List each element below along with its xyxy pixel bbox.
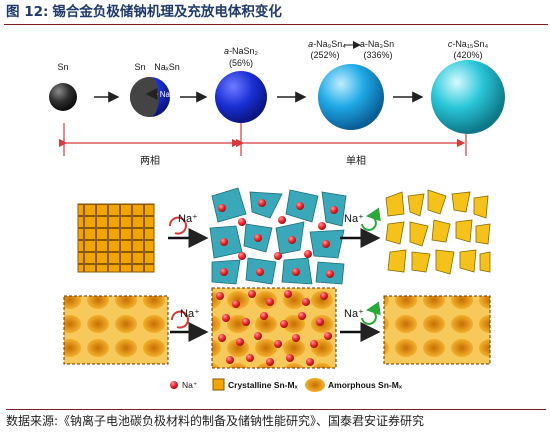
reaction-arrow-1: Na⁺ [168, 213, 209, 248]
reaction-arrow-4: Na⁺ [340, 301, 381, 342]
stage-nasn2-label: a-NaSn₂ [224, 46, 259, 56]
na-ions-bottom [216, 290, 332, 366]
stage-na9sn4-percent: (252%) [310, 50, 339, 60]
na9sn4-sphere [318, 64, 384, 130]
reaction-arrow-3: Na⁺ [170, 308, 209, 342]
reaction-arrow-2: Na⁺ [340, 207, 381, 248]
legend: Na⁺ Crystalline Sn-Mₓ Amorphous Sn-Mₓ [170, 378, 403, 392]
fragments-yellow [385, 189, 491, 275]
reaction-label-1: Na⁺ [178, 213, 198, 225]
sn-sphere [49, 83, 77, 111]
stage-sn-naxsn: Sn NaₓSn Na⁺ [130, 62, 180, 117]
reaction-label-2: Na⁺ [344, 213, 364, 225]
na-ions-middle [218, 199, 338, 278]
figure-label: 图 12: [6, 4, 49, 20]
legend-na-swatch [170, 381, 178, 389]
stage-na15sn4: c-Na₁₅Sn₄ (420%) [431, 39, 505, 134]
na-inner-label: Na⁺ [160, 90, 174, 99]
legend-crystalline-label: Crystalline Sn-Mₓ [228, 380, 299, 390]
amorphous-block-1 [63, 295, 169, 365]
stage-sn: Sn [49, 62, 77, 111]
stage-na3sn-percent: (336%) [363, 50, 392, 60]
legend-na-label: Na⁺ [182, 380, 198, 390]
figure-title: 图 12:锡合金负极储钠机理及充放电体积变化 [4, 2, 548, 25]
na15sn4-sphere [431, 60, 505, 134]
source-footer: 数据来源:《钠离子电池碳负极材料的制备及储钠性能研究》、国泰君安证券研究 [6, 409, 546, 430]
stage-nasn2-percent: (56%) [229, 58, 253, 68]
legend-amorphous-label: Amorphous Sn-Mₓ [328, 380, 403, 390]
fragmented-teal [209, 187, 347, 285]
stage-sn-label: Sn [57, 62, 68, 72]
stage-naxsn-label: NaₓSn [154, 62, 179, 72]
figure-title-text: 锡合金负极储钠机理及充放电体积变化 [52, 4, 282, 20]
stage-na15sn4-label: c-Na₁₅Sn₄ [448, 39, 489, 49]
legend-crystalline-swatch [212, 378, 225, 391]
nasn2-sphere [215, 71, 267, 123]
amorphous-block-2 [211, 287, 337, 369]
amorphous-block-3 [383, 295, 491, 365]
reaction-label-3: Na⁺ [180, 308, 200, 320]
stage-sn-left-label: Sn [134, 62, 145, 72]
reaction-label-4: Na⁺ [344, 308, 364, 320]
two-phase-label: 两相 [140, 154, 160, 167]
phase-brackets: 两相 单相 [58, 123, 467, 167]
stage-na3sn-label: a-Na₃Sn [360, 39, 394, 49]
stage-na15sn4-percent: (420%) [453, 50, 482, 60]
crystalline-grid [77, 203, 155, 273]
legend-amorphous-swatch [305, 378, 325, 392]
stage-nasn2: a-NaSn₂ (56%) [215, 46, 267, 123]
single-phase-label: 单相 [346, 154, 366, 167]
stage-na9sn4-label: a-Na₉Sn₄ [308, 39, 346, 49]
stage-na9sn4: a-Na₉Sn₄ (252%) a-Na₃Sn (336%) [308, 39, 394, 130]
